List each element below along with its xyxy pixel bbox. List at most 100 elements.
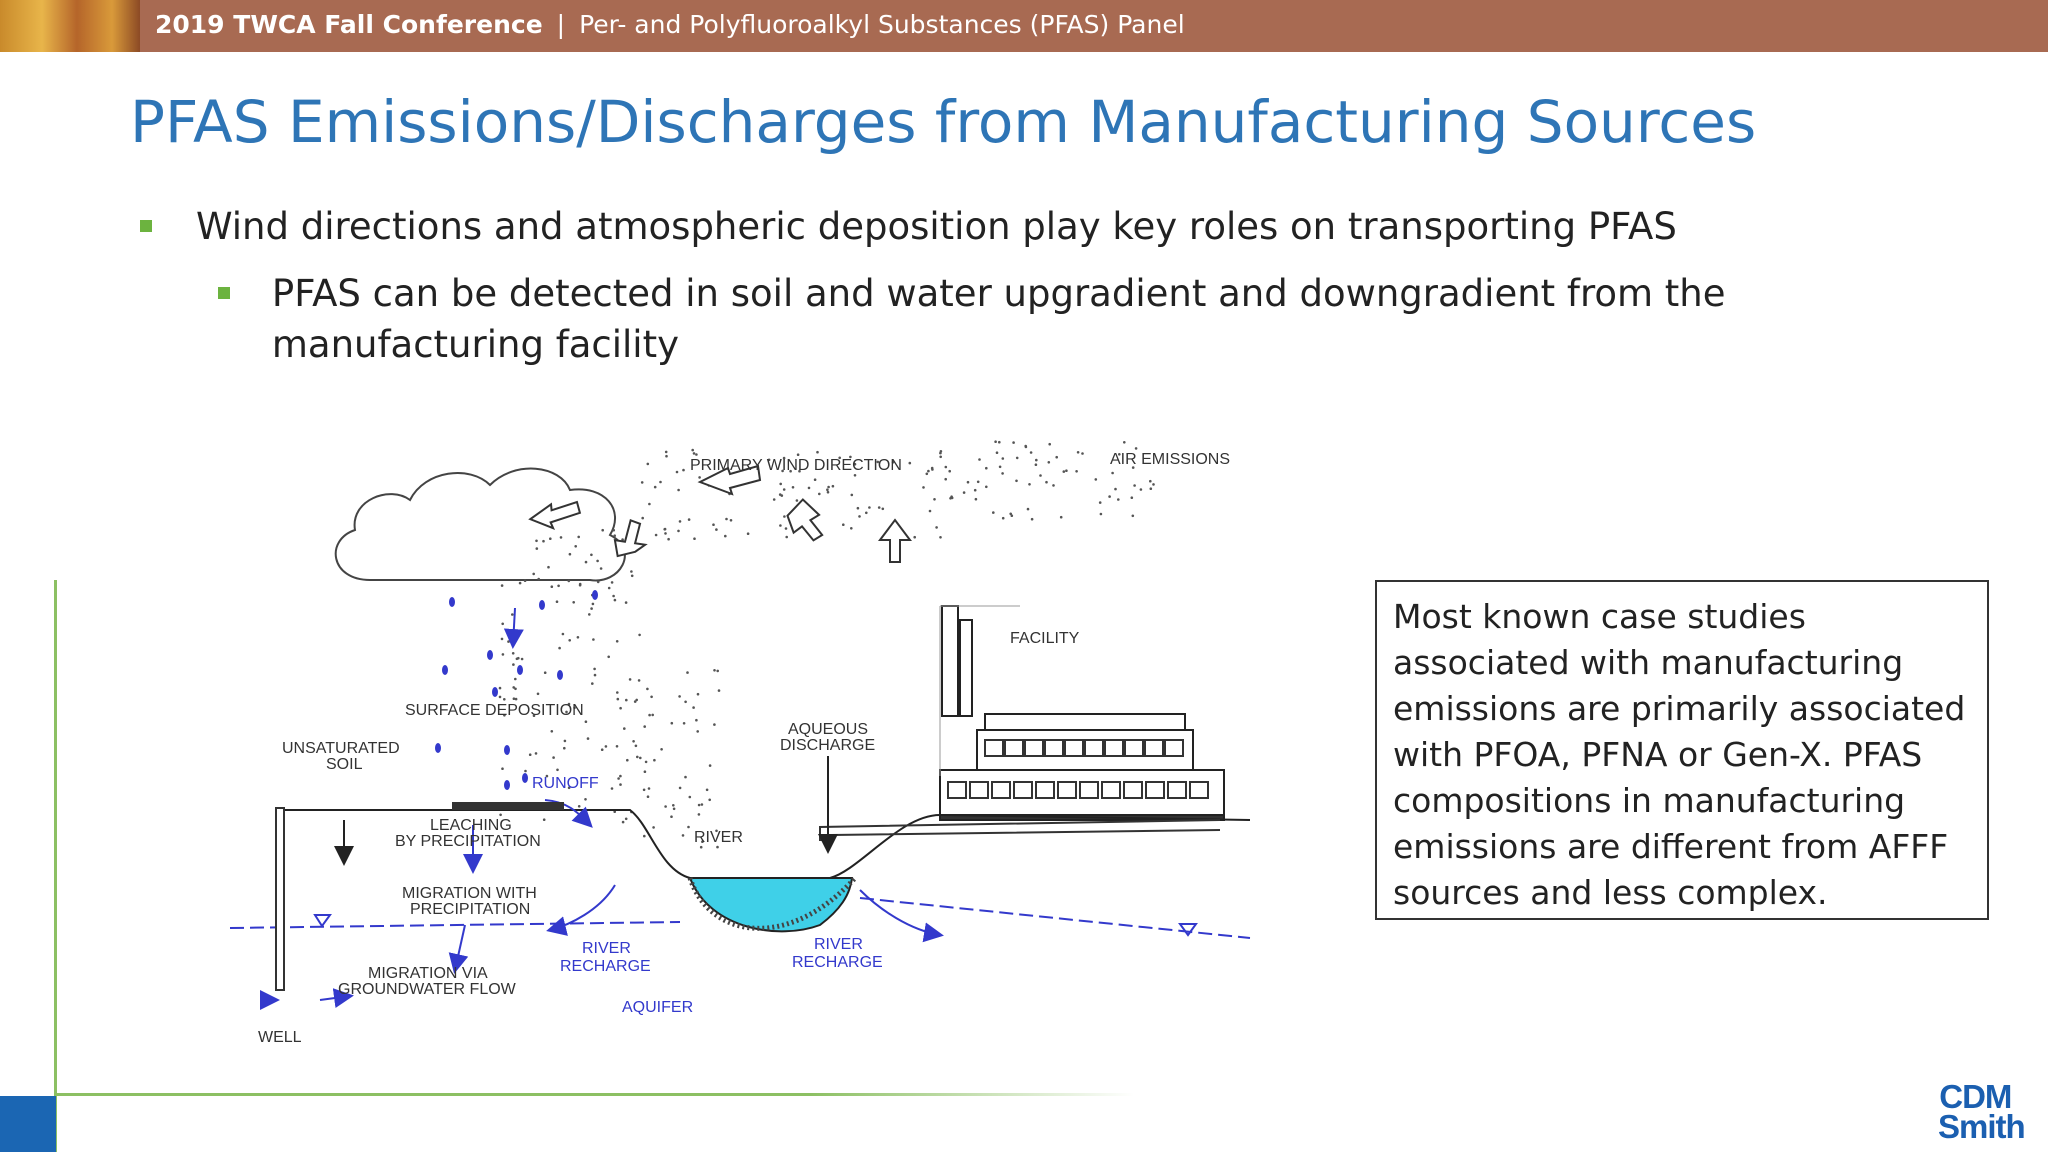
particle-dot	[512, 697, 516, 700]
particle-dot	[850, 527, 853, 530]
particle-dot	[944, 477, 947, 481]
particle-dot	[578, 583, 582, 587]
particle-dot	[561, 632, 565, 636]
particle-dot	[588, 613, 591, 616]
particle-dot	[1015, 456, 1019, 460]
particle-dot	[696, 730, 699, 733]
particle-dot	[501, 653, 505, 656]
panel-name: Per- and Polyfluoroalkyl Substances (PFA…	[579, 10, 1185, 39]
particle-dot	[565, 710, 568, 714]
particle-dot	[1001, 472, 1004, 475]
particle-dot	[634, 744, 638, 748]
particle-dot	[1001, 516, 1005, 520]
conference-name: 2019 TWCA Fall Conference	[155, 10, 543, 39]
particle-dot	[501, 622, 505, 626]
particle-dot	[944, 465, 948, 469]
label-facility: FACILITY	[1010, 630, 1080, 647]
particle-dot	[652, 826, 655, 829]
particle-dot	[767, 458, 771, 462]
particle-dot	[552, 756, 555, 759]
particle-dot	[550, 585, 554, 588]
label-air-emissions: AIR EMISSIONS	[1110, 451, 1230, 468]
particle-dot	[647, 787, 651, 790]
particle-dot	[650, 695, 653, 699]
particle-dot	[654, 533, 658, 537]
label-by-precipitation: BY PRECIPITATION	[395, 833, 541, 850]
particle-dot	[537, 577, 540, 581]
dark-arrows	[334, 756, 838, 866]
particle-dot	[535, 547, 539, 550]
particle-dot	[613, 598, 617, 602]
label-groundwater-flow: GROUNDWATER FLOW	[338, 981, 517, 998]
particle-dot	[646, 462, 650, 466]
label-aqueous: AQUEOUS	[788, 721, 868, 738]
particle-dot	[593, 667, 596, 671]
particle-dot	[613, 810, 616, 813]
particle-dot	[712, 523, 715, 526]
particle-dot	[503, 698, 506, 701]
particle-dot	[500, 637, 504, 641]
cloud-shape	[334, 467, 626, 582]
particle-dot	[670, 815, 673, 818]
label-river: RIVER	[694, 829, 743, 846]
particle-dot	[781, 469, 784, 473]
particle-dot	[615, 640, 619, 643]
particle-dot	[664, 450, 668, 454]
particle-dot	[556, 768, 559, 772]
particle-dot	[725, 517, 728, 521]
particle-dot	[665, 454, 668, 458]
particle-dot	[782, 488, 786, 491]
particle-dot	[717, 689, 721, 692]
particle-dot	[559, 536, 563, 539]
label-surface-deposition: SURFACE DEPOSITION	[405, 702, 584, 719]
window-icon	[984, 739, 1004, 757]
particle-dot	[672, 804, 675, 807]
particle-dot	[626, 758, 629, 762]
particle-dot	[930, 466, 934, 470]
cdm-smith-logo: CDM Smith	[1926, 1080, 2026, 1143]
facility-building	[939, 605, 1225, 821]
particle-dot	[700, 803, 704, 806]
particle-dot	[623, 727, 626, 730]
particle-dot	[708, 764, 712, 767]
window-icon	[1004, 739, 1024, 757]
precipitation-arrows	[319, 607, 944, 1009]
particle-dot	[511, 613, 514, 616]
particle-dot	[600, 748, 604, 751]
particle-dot	[514, 697, 518, 701]
particle-dot	[558, 646, 561, 650]
particle-dot	[501, 767, 504, 770]
wind-arrows	[528, 464, 912, 563]
particle-dot	[1010, 514, 1014, 517]
window-icon	[1035, 781, 1055, 799]
particle-dot	[663, 528, 666, 531]
corner-accent-block	[0, 1096, 56, 1152]
window-icon	[991, 781, 1011, 799]
particle-dot	[520, 657, 524, 661]
square-bullet-icon	[218, 287, 230, 299]
particle-dot	[691, 448, 694, 452]
particle-dot	[826, 490, 830, 494]
accent-line-horizontal	[54, 1093, 1134, 1096]
particle-dot	[577, 805, 581, 808]
particle-dot	[1131, 466, 1135, 469]
particle-dot	[503, 714, 506, 717]
particle-dot	[630, 574, 634, 578]
particle-dot	[715, 829, 718, 833]
particle-dot	[677, 529, 680, 533]
label-well: WELL	[258, 1029, 302, 1046]
label-discharge: DISCHARGE	[780, 737, 875, 754]
particle-dot	[813, 478, 817, 481]
particle-dot	[664, 805, 667, 808]
header-separator: |	[556, 10, 566, 39]
particle-dot	[518, 581, 522, 585]
particle-dot	[856, 506, 860, 510]
particle-dot	[853, 462, 857, 466]
vegetation	[452, 802, 564, 810]
particle-dot	[535, 539, 538, 543]
particle-dot	[785, 535, 788, 539]
particle-dot	[939, 450, 943, 453]
particle-dot	[985, 466, 988, 470]
particle-dot	[590, 553, 593, 557]
particle-dot	[858, 515, 861, 518]
